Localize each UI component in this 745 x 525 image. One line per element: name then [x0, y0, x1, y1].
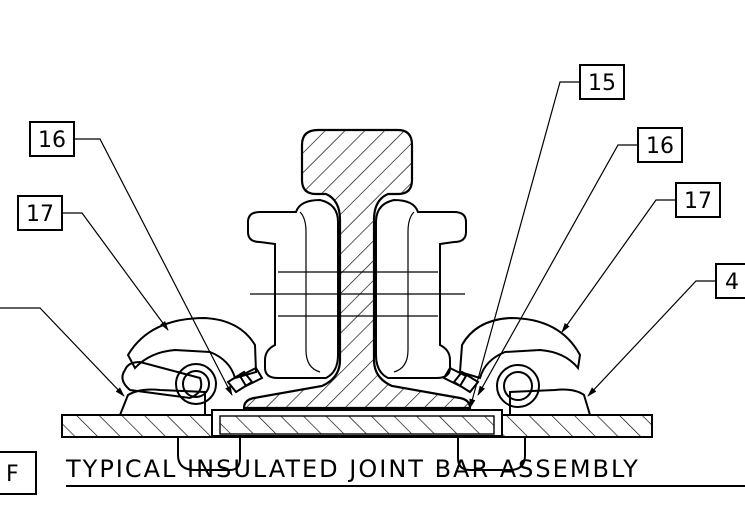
joint-bar-right [375, 198, 467, 379]
plate-lugs [177, 437, 526, 471]
callout-16-left-text: 16 [38, 128, 66, 153]
callout-15-text: 15 [588, 71, 616, 96]
bolt-centerline [250, 271, 465, 317]
callout-15: 15 [469, 64, 625, 409]
callout-17-right: 17 [561, 182, 721, 333]
callout-16-right: 16 [477, 127, 683, 396]
joint-bar-left [247, 198, 339, 379]
callout-16-right-text: 16 [646, 134, 674, 159]
detail-tag-text: F [6, 462, 19, 487]
title-text: TYPICAL INSULATED JOINT BAR ASSEMBLY [65, 455, 640, 483]
callout-17-left-text: 17 [26, 202, 54, 227]
rail-clip-left [118, 316, 264, 416]
leader-offpage-left [0, 307, 125, 397]
callout-4-text: 4 [725, 270, 739, 295]
callout-17-left: 17 [17, 195, 169, 331]
insulation-strip [211, 409, 503, 437]
detail-tag: F [0, 451, 37, 495]
rail-section [242, 128, 472, 410]
callout-16-left: 16 [29, 121, 233, 396]
drawing-title: TYPICAL INSULATED JOINT BAR ASSEMBLY [65, 455, 745, 487]
rail-clip-right [442, 316, 592, 416]
callout-4: 4 [587, 263, 745, 397]
callout-17-right-text: 17 [684, 189, 712, 214]
